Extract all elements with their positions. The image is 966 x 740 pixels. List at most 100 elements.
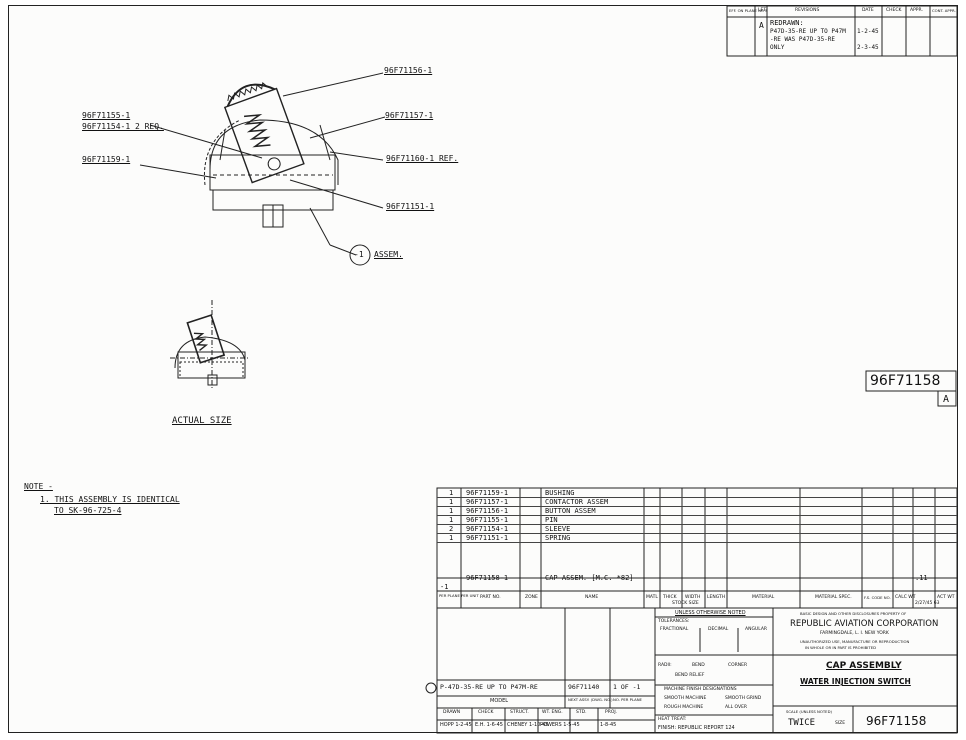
size-label: SIZE bbox=[835, 721, 846, 726]
rev-line-3: -RE WAS P47D-35-RE bbox=[770, 36, 836, 43]
company-fine-print-2: UNAUTHORIZED USE, MANUFACTURE OR REPRODU… bbox=[800, 639, 910, 644]
dash-row: -1 bbox=[440, 583, 449, 591]
sig-check: E.H. 1-6-45 bbox=[475, 722, 503, 728]
callout-96F71157: 96F71157-1 bbox=[385, 111, 434, 120]
parts-row-qty: 1 bbox=[449, 534, 454, 542]
note-line-1: 1. THIS ASSEMBLY IS IDENTICAL bbox=[40, 495, 180, 504]
callout-96F71159: 96F71159-1 bbox=[82, 155, 131, 164]
parts-row-line bbox=[437, 489, 957, 498]
radii-label: RADII: bbox=[658, 663, 672, 668]
callout-96F71151: 96F71151-1 bbox=[386, 202, 435, 211]
rev-header-revisions: REVISIONS bbox=[795, 8, 820, 13]
next-assy-label: NEXT ASSY. (DWG. NO.) bbox=[568, 697, 613, 702]
rev-line-2: P47D-35-RE UP TO P47M bbox=[770, 28, 846, 35]
angular-label: ANGULAR bbox=[745, 627, 768, 632]
hdr-per-plane: PER PLANE PER UNIT bbox=[439, 593, 479, 598]
assembly-part-no: 96F71158-1 bbox=[466, 574, 509, 582]
drawing-subtitle: WATER INJECTION SWITCH bbox=[800, 677, 911, 686]
rev-header-check: CHECK bbox=[886, 8, 902, 13]
smooth-machine-label: SMOOTH MACHINE bbox=[664, 696, 707, 701]
hdr-zone: ZONE bbox=[525, 595, 538, 600]
assembly-scale: .11 bbox=[915, 574, 928, 582]
hdr-length: LENGTH bbox=[707, 595, 726, 600]
sig-label-drawn: DRAWN bbox=[443, 710, 461, 715]
company-fine-print-3: IN WHOLE OR IN PART IS PROHIBITED bbox=[805, 645, 877, 650]
parts-row-part-no: 96F71159-1 bbox=[466, 489, 509, 497]
actual-size-label: ACTUAL SIZE bbox=[172, 416, 232, 426]
no-per-plane-label: NO. PER PLANE bbox=[613, 697, 642, 702]
callout-96F71154: 96F71154-1 2 REQ. bbox=[82, 122, 164, 131]
rev-letter: A bbox=[759, 21, 764, 30]
parts-row-name: BUSHING bbox=[545, 489, 575, 497]
sig-label-proj: PROJ. bbox=[605, 710, 618, 715]
bend-label: BEND bbox=[692, 663, 705, 668]
machine-finish-label: MACHINE FINISH DESIGNATIONS bbox=[664, 687, 737, 692]
parts-row-part-no: 96F71156-1 bbox=[466, 507, 509, 515]
callout-96F71160: 96F71160-1 REF. bbox=[386, 154, 459, 163]
hdr-matl: MATL bbox=[646, 595, 658, 600]
rev-header-cont-appr: CONT. APPR. bbox=[932, 8, 956, 13]
parts-row-name: BUTTON ASSEM bbox=[545, 507, 596, 515]
callout-96F71155: 96F71155-1 bbox=[82, 111, 131, 120]
hdr-part-no: PART NO. bbox=[480, 595, 501, 600]
parts-row-name: PIN bbox=[545, 516, 558, 524]
hdr-material-spec: MATERIAL SPEC. bbox=[815, 595, 852, 600]
corner-label: CORNER bbox=[728, 663, 748, 668]
rev-header-appr: APPR. bbox=[910, 8, 923, 13]
parts-row-part-no: 96F71155-1 bbox=[466, 516, 509, 524]
parts-row-line bbox=[437, 525, 957, 534]
notes-title: UNLESS OTHERWISE NOTED bbox=[675, 610, 746, 616]
callout-96F71156: 96F71156-1 bbox=[384, 66, 433, 75]
parts-row-qty: 1 bbox=[449, 516, 454, 524]
rev-date-2: 2-3-45 bbox=[857, 44, 879, 51]
drawing-title: CAP ASSEMBLY bbox=[826, 661, 902, 671]
parts-row-qty: 1 bbox=[449, 489, 454, 497]
hdr-calc-wt: CALC WT bbox=[895, 595, 916, 600]
parts-row-part-no: 96F71154-1 bbox=[466, 525, 509, 533]
sig-struct: CHENEY 1-10-45 bbox=[507, 722, 549, 728]
fractional-label: FRACTIONAL bbox=[660, 627, 689, 632]
finish-label: FINISH: REPUBLIC REPORT 124 bbox=[658, 725, 735, 731]
parts-row-name: SLEEVE bbox=[545, 525, 571, 533]
tolerances-label: TOLERANCES: bbox=[658, 619, 690, 624]
sig-label-std: STD. bbox=[576, 710, 587, 715]
parts-row-name: SPRING bbox=[545, 534, 571, 542]
hdr-act-wt: ACT WT bbox=[937, 595, 955, 600]
scale-value: TWICE bbox=[788, 718, 816, 728]
hdr-name: NAME bbox=[585, 595, 599, 600]
rev-header-let: LET. bbox=[758, 8, 767, 13]
company-name: REPUBLIC AVIATION CORPORATION bbox=[790, 619, 939, 629]
parts-row-line bbox=[437, 534, 957, 543]
company-fine-print: BASIC DESIGN AND OTHER DISCLOSURES PROPE… bbox=[800, 611, 907, 616]
assem-symbol: -1 bbox=[354, 250, 364, 259]
parts-row-name: CONTACTOR ASSEM bbox=[545, 498, 609, 506]
rev-line-1: REDRAWN: bbox=[770, 19, 804, 27]
assem-label: ASSEM. bbox=[374, 250, 403, 259]
hdr-thick: THICK bbox=[663, 595, 677, 600]
drawing-number-side: 96F71158 bbox=[870, 373, 941, 389]
parts-row-line bbox=[437, 516, 957, 525]
parts-row-part-no: 96F71151-1 bbox=[466, 534, 509, 542]
rev-header-eff: EFF. ON PLANE NO'S bbox=[729, 8, 768, 13]
hdr-material: MATERIAL bbox=[752, 595, 775, 600]
dwg-number-title: 96F71158 bbox=[866, 714, 927, 728]
stock-size-label: STOCK SIZE bbox=[672, 601, 699, 606]
sig-label-wt-eng: WT. ENG. bbox=[542, 710, 563, 715]
rough-machine-label: ROUGH MACHINE bbox=[664, 705, 704, 710]
model-line: P-47D-35-RE UP TO P47M-RE bbox=[440, 683, 538, 691]
hdr-width: WIDTH bbox=[685, 595, 701, 600]
note-line-2: TO SK-96-725-4 bbox=[54, 506, 122, 515]
parts-row-qty: 2 bbox=[449, 525, 454, 533]
sig-proj: 1-8-45 bbox=[600, 722, 617, 728]
rev-line-4: ONLY bbox=[770, 44, 785, 51]
all-over-label: ALL OVER bbox=[725, 705, 748, 710]
heat-treat-label: HEAT TREAT: bbox=[658, 717, 687, 722]
assembly-name: CAP ASSEM. [M.C. *82] bbox=[545, 574, 634, 582]
parts-row-qty: 1 bbox=[449, 498, 454, 506]
material-spec-val: 2/27/45 63 bbox=[915, 601, 940, 606]
sig-drawn: HOPP 1-2-45 bbox=[440, 722, 472, 728]
no-per-plane: 1 OF -1 bbox=[613, 683, 641, 691]
next-assy: 96F71140 bbox=[568, 683, 600, 691]
company-location: FARMINGDALE, L. I. NEW YORK bbox=[820, 631, 889, 636]
drawing-letter-side: A bbox=[943, 394, 950, 405]
